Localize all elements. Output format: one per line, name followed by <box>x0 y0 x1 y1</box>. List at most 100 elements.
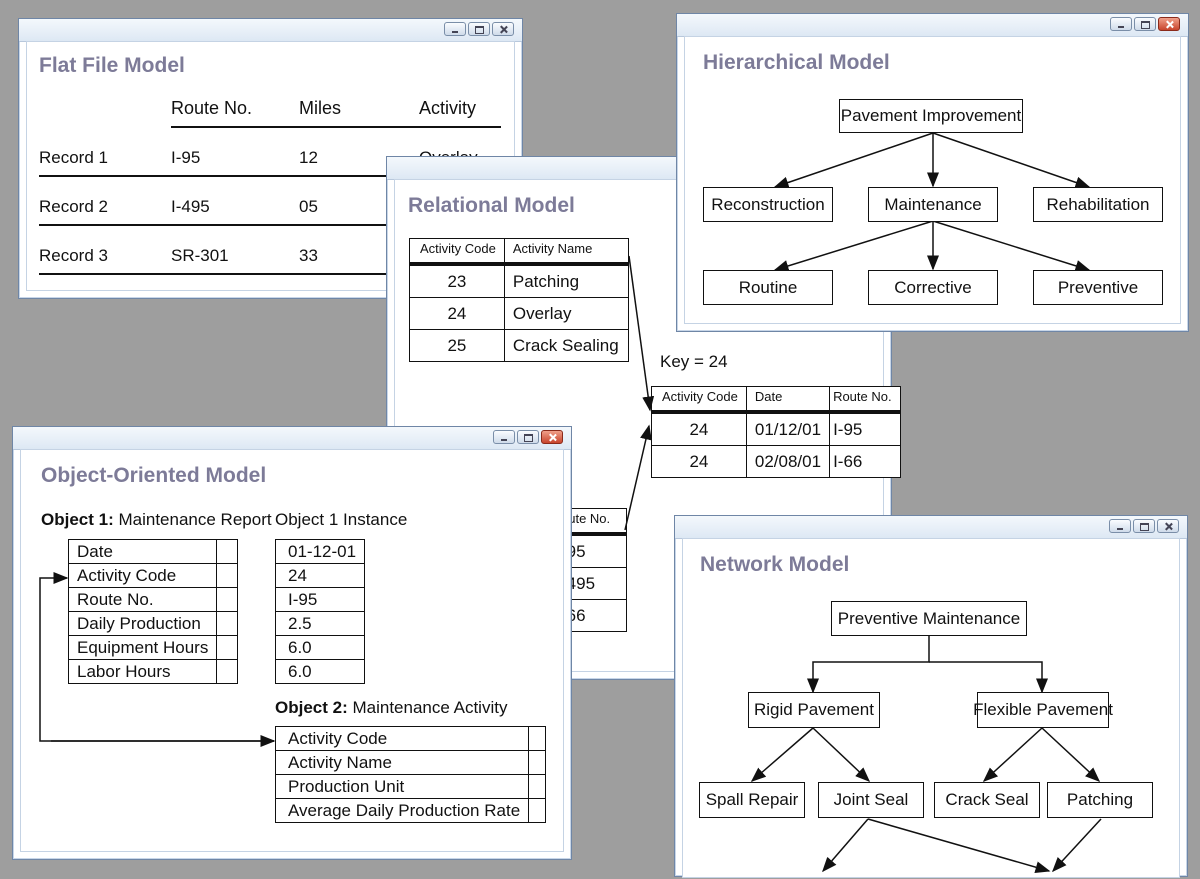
header-route-no: Route No. <box>833 389 892 404</box>
cell-name: Patching <box>503 262 630 298</box>
node-level1: Flexible Pavement <box>973 692 1113 728</box>
field-name: Labor Hours <box>67 659 218 684</box>
close-icon[interactable] <box>1157 519 1179 533</box>
table-row: I-95 <box>274 587 366 612</box>
cell-code: 24 <box>409 297 505 330</box>
object-oriented-title: Object-Oriented Model <box>41 464 267 487</box>
record-label: Record 2 <box>39 197 108 216</box>
node-level1: Rehabilitation <box>1033 187 1163 222</box>
object2-table: Activity Code Activity Name Production U… <box>274 726 547 823</box>
instance-value: 01-12-01 <box>274 539 366 564</box>
node-level1: Reconstruction <box>703 187 833 222</box>
header-date: Date <box>754 389 783 404</box>
minimize-icon[interactable] <box>1109 519 1131 533</box>
relational-title: Relational Model <box>408 194 575 217</box>
field-value <box>528 798 547 823</box>
record-miles: 05 <box>299 197 318 216</box>
maximize-icon[interactable] <box>1134 17 1156 31</box>
header-route-no: Route No. <box>171 98 253 118</box>
object2-name: Maintenance Activity <box>352 698 508 717</box>
flat-file-title: Flat File Model <box>39 54 185 77</box>
node-level1: Maintenance <box>868 187 998 222</box>
hierarchical-window: Hierarchical Model Pavement Improvement … <box>676 13 1189 332</box>
header-activity-code: Activity Code <box>662 389 738 404</box>
node-level2: Preventive <box>1033 270 1163 305</box>
record-route: I-495 <box>171 197 210 216</box>
record-miles: 33 <box>299 246 318 265</box>
hierarchy-connectors <box>773 132 1091 272</box>
maximize-icon[interactable] <box>468 22 490 36</box>
hierarchical-panel: Hierarchical Model Pavement Improvement … <box>684 36 1181 324</box>
node-level2: Joint Seal <box>818 782 924 818</box>
network-titlebar <box>675 516 1187 539</box>
cell-code: 23 <box>409 262 505 298</box>
record-miles: 12 <box>299 148 318 167</box>
close-icon[interactable] <box>1158 17 1180 31</box>
record-label: Record 3 <box>39 246 108 265</box>
field-name: Date <box>67 539 218 564</box>
cell-code: 25 <box>409 329 505 362</box>
object1-bold: Object 1: <box>41 510 114 529</box>
table-row: Average Daily Production Rate <box>274 798 547 823</box>
node-level2: Routine <box>703 270 833 305</box>
row-divider <box>39 224 501 226</box>
node-level2: Crack Seal <box>934 782 1040 818</box>
table-row: Activity Code <box>67 563 238 588</box>
object-oriented-titlebar <box>13 427 571 450</box>
hierarchical-titlebar <box>677 14 1188 37</box>
node-level2: Patching <box>1047 782 1153 818</box>
network-title: Network Model <box>700 553 850 576</box>
minimize-icon[interactable] <box>1110 17 1132 31</box>
object1-label: Object 1: Maintenance Report <box>41 510 272 530</box>
object2-label: Object 2: Maintenance Activity <box>275 698 507 718</box>
object-oriented-panel: Object-Oriented Model Object 1: Maintena… <box>20 449 564 852</box>
close-icon[interactable] <box>492 22 514 36</box>
node-root: Preventive Maintenance <box>831 601 1027 636</box>
cell-route: I-66 <box>829 445 901 478</box>
network-connectors <box>750 635 1102 874</box>
node-root: Pavement Improvement <box>839 99 1023 133</box>
field-value <box>216 659 238 684</box>
maximize-icon[interactable] <box>517 430 539 444</box>
row-divider <box>39 273 501 275</box>
cell-date: 02/08/01 <box>745 445 831 478</box>
header-activity: Activity <box>419 98 477 118</box>
header-divider <box>171 126 501 128</box>
node-level1: Rigid Pavement <box>748 692 880 728</box>
instance-value: 6.0 <box>274 659 366 684</box>
table-row: 6.0 <box>274 659 366 684</box>
object-link-arrow <box>39 572 276 747</box>
network-panel: Network Model Preventive Maintenance Rig… <box>682 538 1180 878</box>
record-label: Record 1 <box>39 148 108 167</box>
flat-file-titlebar <box>19 19 522 42</box>
instance-table: 01-12-01 24 I-95 2.5 6.0 6.0 <box>274 539 366 684</box>
object2-bold: Object 2: <box>275 698 348 717</box>
field-name: Average Daily Production Rate <box>274 798 530 823</box>
close-icon[interactable] <box>541 430 563 444</box>
cell-date: 01/12/01 <box>745 410 831 446</box>
network-window: Network Model Preventive Maintenance Rig… <box>674 515 1188 878</box>
field-name: Production Unit <box>274 774 530 799</box>
table-row: Route No. <box>67 587 238 612</box>
table-row: Production Unit <box>274 774 547 799</box>
object1-name: Maintenance Report <box>118 510 272 529</box>
field-name: Route No. <box>67 587 218 612</box>
cell-name: Crack Sealing <box>503 329 630 362</box>
record-route: SR-301 <box>171 246 229 265</box>
minimize-icon[interactable] <box>444 22 466 36</box>
table-row: Labor Hours <box>67 659 238 684</box>
instance-label: Object 1 Instance <box>275 510 408 529</box>
header-activity-name: Activity Name <box>512 241 593 256</box>
maximize-icon[interactable] <box>1133 519 1155 533</box>
object1-table: Date Activity Code Route No. Daily Produ… <box>67 539 238 684</box>
relational-key-arrows <box>624 255 655 531</box>
header-activity-code: Activity Code <box>420 241 496 256</box>
minimize-icon[interactable] <box>493 430 515 444</box>
cell-code: 24 <box>651 445 747 478</box>
